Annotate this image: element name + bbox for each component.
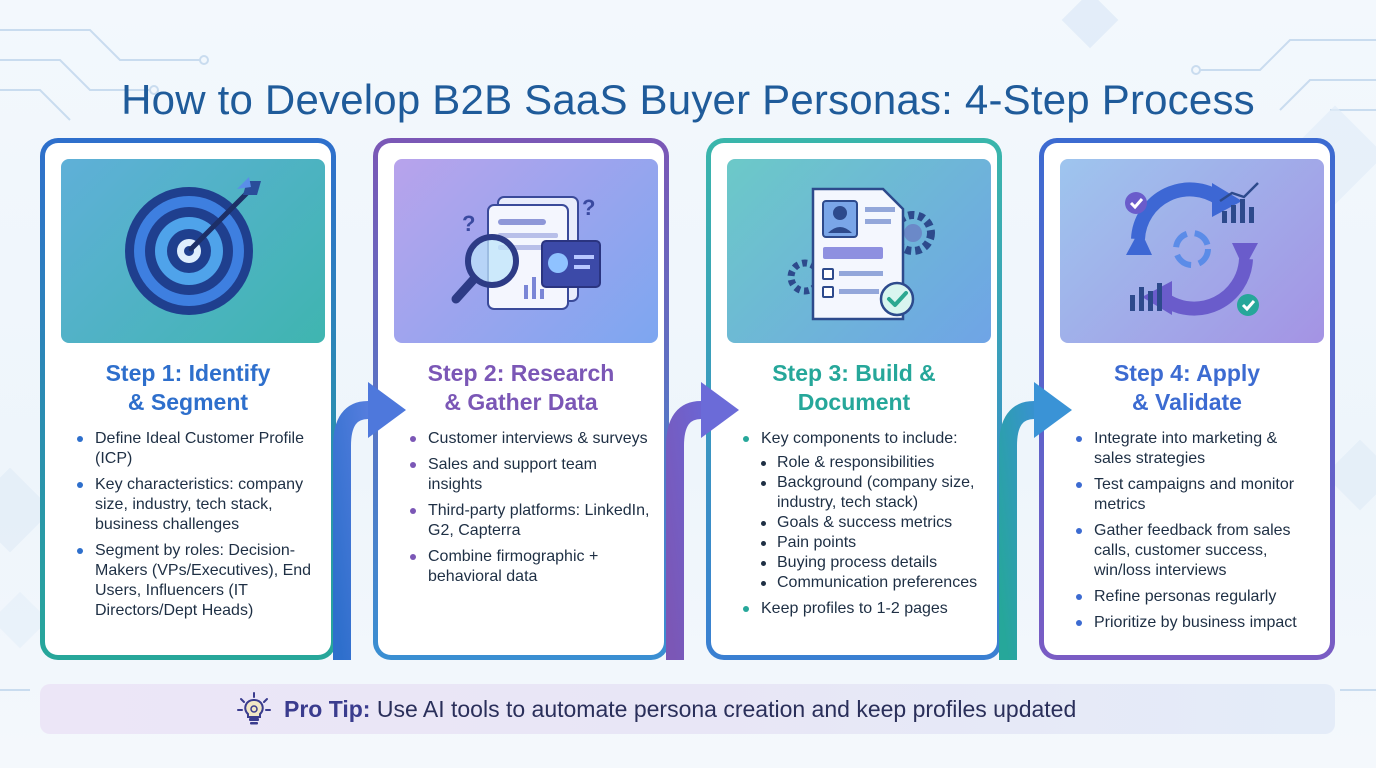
step-1-title-line1: Step 1: Identify [105,360,271,386]
step-card-2: ? ? Step 2: Research & Gather Data Custo… [373,138,669,660]
step-1-title-line2: & Segment [127,389,249,415]
step-2-title-line2: & Gather Data [444,389,598,415]
sub-list-item: Background (company size, industry, tech… [759,473,985,513]
connector-arrow-2-3 [666,382,739,660]
svg-text:?: ? [462,211,475,236]
step-2-icon-panel: ? ? [394,159,658,343]
list-item-text: Key components to include: [761,430,958,447]
pro-tip-body: Use AI tools to automate persona creatio… [370,696,1077,722]
list-item: Customer interviews & surveys [408,429,652,449]
list-item: Key characteristics: company size, indus… [75,475,319,535]
list-item: Sales and support team insights [408,455,652,495]
list-item: Third-party platforms: LinkedIn, G2, Cap… [408,501,652,541]
list-item: Combine firmographic + behavioral data [408,547,652,587]
profile-document-icon [787,187,935,321]
step-2-title-line1: Step 2: Research [427,360,615,386]
step-1-icon-panel [61,159,325,343]
magnifier-documents-icon: ? ? [451,195,601,310]
list-item: Define Ideal Customer Profile (ICP) [75,429,319,469]
step-3-bullets: Key components to include: Role & respon… [741,429,985,625]
step-1-title: Step 1: Identify & Segment [55,359,321,417]
sub-list-item: Communication preferences [759,573,985,593]
connector-arrow-1-2 [333,382,406,660]
step-4-title: Step 4: Apply & Validate [1054,359,1320,417]
pro-tip-bar: Pro Tip: Use AI tools to automate person… [40,684,1335,734]
step-3-title-line2: Document [797,389,911,415]
list-item: Prioritize by business impact [1074,613,1318,633]
step-4-icon-panel [1060,159,1324,343]
step-4-bullets: Integrate into marketing & sales strateg… [1074,429,1318,639]
pro-tip-label: Pro Tip: [284,696,371,722]
step-card-3: Step 3: Build & Document Key components … [706,138,1002,660]
connector-arrow-3-4 [999,382,1072,660]
step-2-title: Step 2: Research & Gather Data [388,359,654,417]
step-3-title: Step 3: Build & Document [721,359,987,417]
list-item: Keep profiles to 1-2 pages [741,599,985,619]
step-2-bullets: Customer interviews & surveys Sales and … [408,429,652,593]
pro-tip-text: Pro Tip: Use AI tools to automate person… [284,696,1076,723]
list-item: Segment by roles: Decision-Makers (VPs/E… [75,541,319,621]
cycle-arrows-chart-icon [1125,182,1259,316]
lightbulb-icon [237,692,271,725]
sub-list-item: Pain points [759,533,985,553]
list-item: Test campaigns and monitor metrics [1074,475,1318,515]
step-1-bullets: Define Ideal Customer Profile (ICP) Key … [75,429,319,627]
step-3-sub-bullets: Role & responsibilities Background (comp… [759,453,985,593]
list-item: Integrate into marketing & sales strateg… [1074,429,1318,469]
step-3-icon-panel [727,159,991,343]
list-item: Key components to include: Role & respon… [741,429,985,593]
sub-list-item: Buying process details [759,553,985,573]
step-4-title-line2: & Validate [1132,389,1242,415]
sub-list-item: Goals & success metrics [759,513,985,533]
list-item: Gather feedback from sales calls, custom… [1074,521,1318,581]
step-card-1: Step 1: Identify & Segment Define Ideal … [40,138,336,660]
step-card-4: Step 4: Apply & Validate Integrate into … [1039,138,1335,660]
step-3-title-line1: Step 3: Build & [772,360,936,386]
page-title: How to Develop B2B SaaS Buyer Personas: … [121,76,1255,124]
sub-list-item: Role & responsibilities [759,453,985,473]
step-4-title-line1: Step 4: Apply [1113,360,1261,386]
target-arrow-icon [125,177,261,315]
list-item: Refine personas regularly [1074,587,1318,607]
svg-text:?: ? [582,195,595,220]
